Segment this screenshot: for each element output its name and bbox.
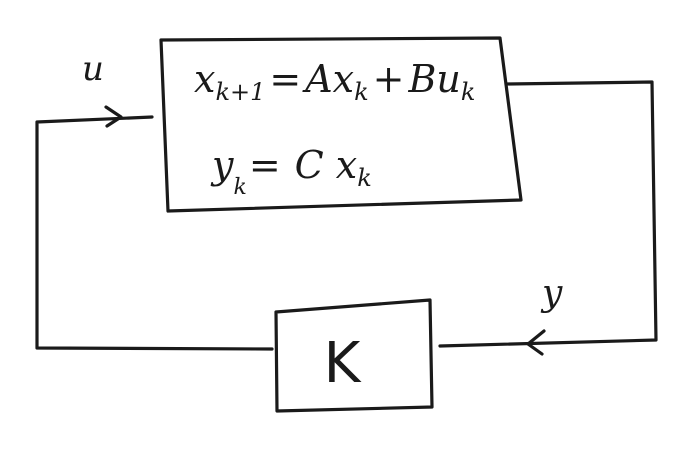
input-signal-line <box>35 115 274 351</box>
input-arrow-icon <box>104 105 123 128</box>
controller-block <box>274 298 434 413</box>
input-signal-label: u <box>82 49 104 89</box>
output-arrow-icon <box>526 329 546 356</box>
output-signal-line <box>438 80 658 348</box>
state-eq-b-term: Bu <box>407 57 460 101</box>
output-eq-c-term: C x <box>295 143 358 187</box>
output-eq-lhs-subscript: k <box>233 175 246 200</box>
state-eq-lhs: x <box>194 57 215 101</box>
plant-block <box>159 36 523 213</box>
state-eq-lhs-subscript: k+1 <box>215 78 265 106</box>
output-eq-equals: = <box>249 143 281 187</box>
output-eq-lhs: y <box>210 143 234 187</box>
state-eq-plus: + <box>373 57 405 101</box>
controller-label: K <box>324 331 362 396</box>
state-eq-b-subscript: k <box>461 78 476 106</box>
state-equation: xk+1=Axk+Buk <box>194 57 475 106</box>
state-eq-a-term: Ax <box>302 57 354 101</box>
state-eq-a-subscript: k <box>354 78 369 106</box>
output-signal-label: y <box>540 273 563 314</box>
output-equation: yk=C xk <box>210 143 372 200</box>
output-eq-c-subscript: k <box>357 164 372 192</box>
state-eq-equals: = <box>269 57 301 101</box>
